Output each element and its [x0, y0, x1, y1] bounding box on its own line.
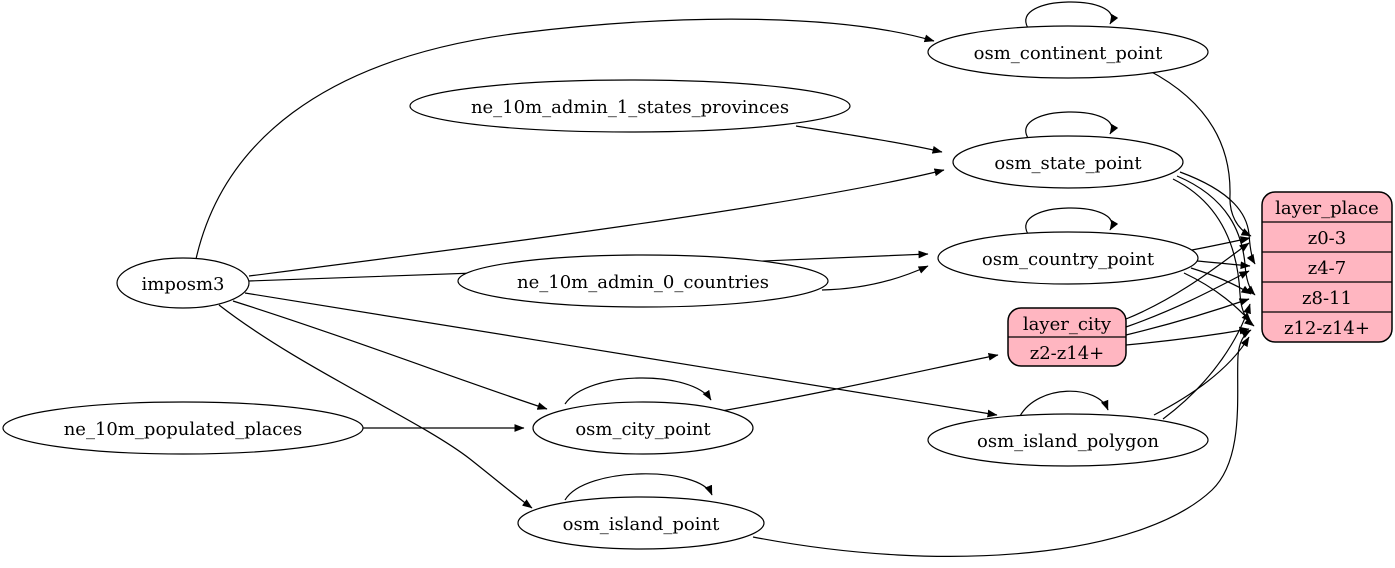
- nodes: imposm3 ne_10m_admin_1_states_provinces …: [2, 25, 1209, 550]
- node-ne_10m_populated_places: ne_10m_populated_places: [2, 401, 364, 455]
- edge-osm_state_point-layer_place-z4-7: [1179, 171, 1256, 265]
- edge-imposm3-osm_state_point: [248, 168, 945, 277]
- edge-osm_country_point-layer_place-z12-z14: [1183, 272, 1252, 323]
- edge-imposm3-osm_city_point: [232, 300, 548, 410]
- record-layer_place-title: layer_place: [1275, 198, 1379, 219]
- edge-osm_country_point-layer_place-z4-7: [1196, 260, 1251, 270]
- node-label-osm_island_point: osm_island_point: [563, 514, 720, 535]
- node-ne_10m_admin_1_states_provinces: ne_10m_admin_1_states_provinces: [409, 79, 851, 133]
- self-loop-osm_city_point: [564, 377, 712, 405]
- self-loop-osm_continent_point: [1025, 1, 1119, 29]
- node-label-osm_continent_point: osm_continent_point: [974, 43, 1163, 64]
- edge-layer_city-layer_place-z4-7: [1125, 270, 1250, 328]
- record-layer_place-row-z8-11: z8-11: [1302, 288, 1352, 309]
- edge-osm_country_point-layer_place-z0-3: [1191, 236, 1251, 251]
- node-label-osm_state_point: osm_state_point: [994, 153, 1142, 174]
- edge-osm_island_polygon-layer_place-z8-11: [1162, 303, 1251, 420]
- node-osm_city_point: osm_city_point: [532, 401, 754, 455]
- edge-layer_city-layer_place-z12-z14: [1125, 326, 1250, 346]
- record-layer_place-row-z4-7: z4-7: [1308, 258, 1346, 279]
- node-osm_island_polygon: osm_island_polygon: [927, 413, 1209, 467]
- self-loop-osm_country_point: [1025, 207, 1119, 235]
- record-layer_place-box: [1261, 191, 1393, 343]
- node-osm_country_point: osm_country_point: [937, 231, 1199, 285]
- edge-ne_10m_admin_0_countries-osm_country_point: [821, 265, 929, 291]
- edge-imposm3-osm_continent_point: [195, 18, 935, 260]
- record-layer_city: layer_city z2-z14+: [1007, 307, 1127, 367]
- node-label-imposm3: imposm3: [142, 274, 225, 295]
- self-loop-osm_island_point: [564, 473, 713, 501]
- edge-osm_country_point-layer_place-z8-11: [1190, 267, 1252, 295]
- node-osm_island_point: osm_island_point: [517, 496, 765, 550]
- node-imposm3: imposm3: [116, 257, 250, 309]
- edge-imposm3-osm_island_point: [218, 304, 533, 509]
- self-loop-osm_island_polygon: [1019, 390, 1109, 417]
- node-osm_state_point: osm_state_point: [952, 135, 1184, 189]
- record-layer_place-row-z12-z14: z12-z14+: [1284, 318, 1370, 339]
- edge-osm_island_point-layer_place-z12-z14: [752, 329, 1252, 557]
- node-label-osm_country_point: osm_country_point: [982, 249, 1155, 270]
- node-osm_continent_point: osm_continent_point: [927, 25, 1209, 79]
- edge-imposm3-osm_island_polygon: [244, 292, 998, 418]
- record-layer_city-row-z2-z14: z2-z14+: [1030, 343, 1105, 364]
- edge-osm_island_polygon-layer_place-z12-z14: [1153, 336, 1250, 416]
- node-label-ne_10m_admin_0_countries: ne_10m_admin_0_countries: [517, 272, 769, 293]
- node-ne_10m_admin_0_countries: ne_10m_admin_0_countries: [457, 254, 829, 308]
- edge-osm_continent_point-layer_place-z0-3: [1147, 69, 1252, 237]
- edge-ne_10m_admin_1_states_provinces-osm_state_point: [795, 125, 943, 154]
- node-label-ne_10m_admin_1_states_provinces: ne_10m_admin_1_states_provinces: [471, 97, 789, 118]
- edge-layer_city-layer_place-z8-11: [1125, 298, 1250, 336]
- node-label-ne_10m_populated_places: ne_10m_populated_places: [64, 419, 303, 440]
- node-label-osm_island_polygon: osm_island_polygon: [977, 431, 1159, 452]
- edge-layer_city-layer_place-z0-3: [1125, 242, 1250, 320]
- record-layer_city-title: layer_city: [1023, 314, 1112, 335]
- edges: [195, 1, 1256, 557]
- record-layer_place: layer_place z0-3 z4-7 z8-11 z12-z14+: [1261, 191, 1393, 343]
- node-label-osm_city_point: osm_city_point: [575, 419, 711, 440]
- self-loop-osm_state_point: [1025, 111, 1119, 139]
- record-layer_place-row-z0-3: z0-3: [1308, 228, 1346, 249]
- edge-osm_city_point-layer_city: [715, 353, 999, 413]
